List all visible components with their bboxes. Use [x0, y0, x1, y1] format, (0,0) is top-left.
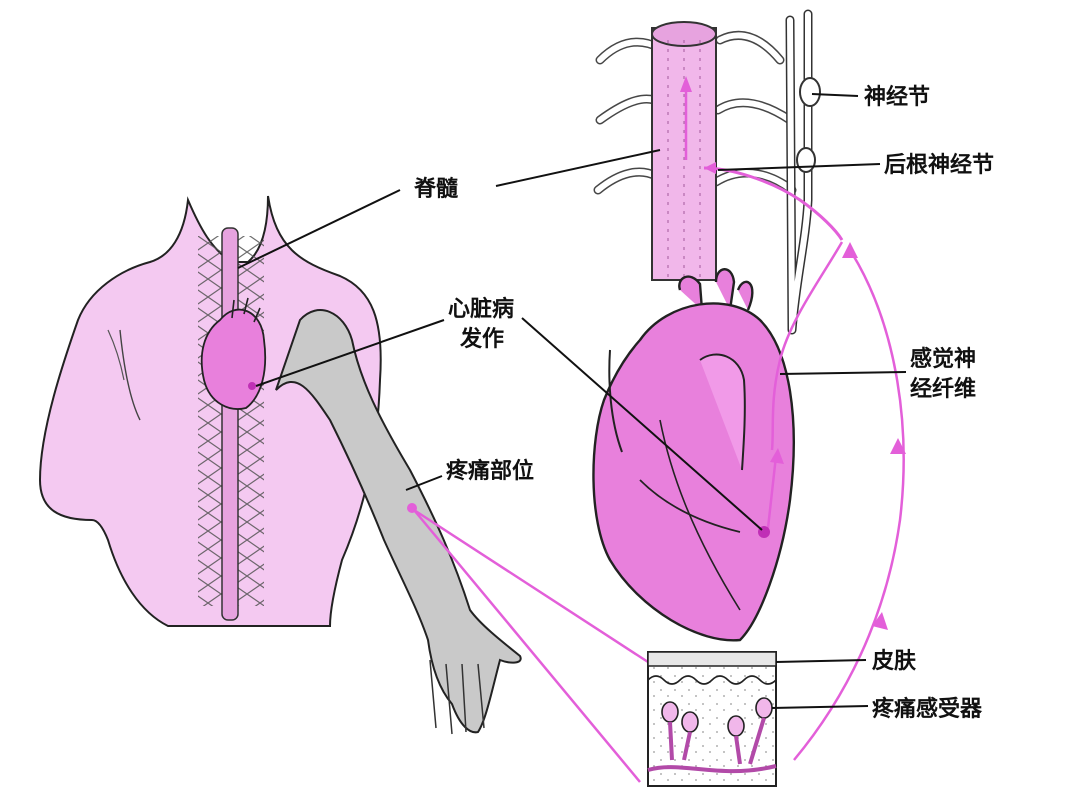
torso — [38, 195, 522, 735]
heart-signal-arrow — [766, 455, 778, 529]
label-sensory-fiber-line2: 经纤维 — [910, 376, 976, 402]
leader-sensory-fiber — [779, 371, 907, 375]
label-sensory-fiber-line1: 感觉神 — [910, 346, 976, 372]
label-spinal-cord: 脊髓 — [413, 176, 459, 202]
leader-pain-receptor — [771, 705, 869, 709]
spinal-section — [593, 9, 844, 335]
label-skin: 皮肤 — [872, 648, 917, 674]
label-drg: 后根神经节 — [884, 152, 994, 178]
leader-skin — [775, 659, 867, 663]
visceral-sensory-fiber — [770, 241, 844, 451]
label-heart-attack-line1: 心脏病 — [448, 296, 514, 322]
ganglion-node — [799, 77, 821, 107]
leader-pain-site — [405, 475, 443, 491]
nerve-pathways — [413, 241, 906, 783]
label-pain-site: 疼痛部位 — [446, 458, 534, 484]
skin-layer — [647, 651, 777, 667]
leader-drg — [717, 163, 881, 171]
spinal-cord-column — [651, 27, 717, 281]
leader-spinal-torso — [237, 189, 401, 269]
zoom-line-lower — [413, 509, 641, 783]
leader-heart-large — [521, 317, 763, 531]
torso-spinal-cord — [221, 227, 239, 621]
somatic-sensory-fiber — [793, 249, 905, 761]
leader-lines — [237, 93, 907, 709]
pain-arm — [275, 309, 522, 734]
skin-inset — [647, 651, 777, 787]
label-heart-attack-line2: 发作 — [459, 326, 504, 352]
label-pain-receptor: 疼痛感受器 — [872, 696, 983, 722]
label-ganglion: 神经节 — [864, 84, 930, 110]
leader-ganglion — [811, 93, 859, 97]
receptor-nerve — [647, 764, 777, 774]
leader-spinal-section — [495, 149, 661, 187]
leader-heart-torso — [255, 319, 445, 387]
zoom-line-upper — [413, 508, 649, 664]
heart-attack-dot — [248, 382, 256, 390]
labels: 神经节 后根神经节 脊髓 心脏病 发作 感觉神 经纤维 疼痛部位 皮肤 疼痛感受… — [413, 84, 994, 722]
heart-body — [592, 302, 795, 642]
large-heart — [592, 268, 795, 642]
